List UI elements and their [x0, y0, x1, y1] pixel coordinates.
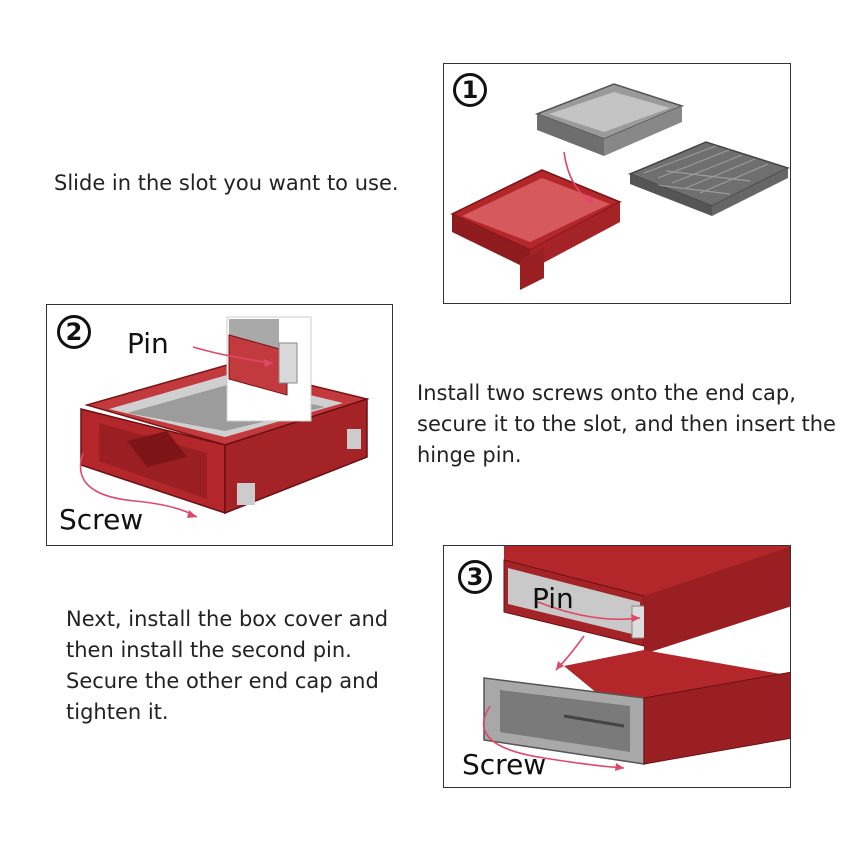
step-1-drawing: [450, 83, 790, 290]
step-1-badge: 1: [453, 73, 487, 107]
step-2-illustration: 2 Pin Screw: [46, 304, 393, 546]
step-3-pin-label: Pin: [532, 582, 574, 615]
step-3-drawing: [482, 546, 790, 771]
step-3-illustration: 3 Pin Screw: [443, 545, 791, 788]
step-1-instruction: Slide in the slot you want to use.: [54, 171, 399, 195]
step-2-drawing: [79, 316, 370, 518]
step-3-badge: 3: [458, 560, 492, 594]
step-2-screw-label: Screw: [59, 503, 144, 536]
step-1-illustration: 1: [443, 63, 791, 304]
step-2-pin-label: Pin: [127, 327, 169, 360]
step-2-instruction: Install two screws onto the end cap, sec…: [417, 381, 836, 467]
step-2-badge: 2: [57, 315, 91, 349]
step-3-screw-label: Screw: [462, 748, 547, 781]
step-3-instruction: Next, install the box cover and then ins…: [66, 607, 389, 724]
